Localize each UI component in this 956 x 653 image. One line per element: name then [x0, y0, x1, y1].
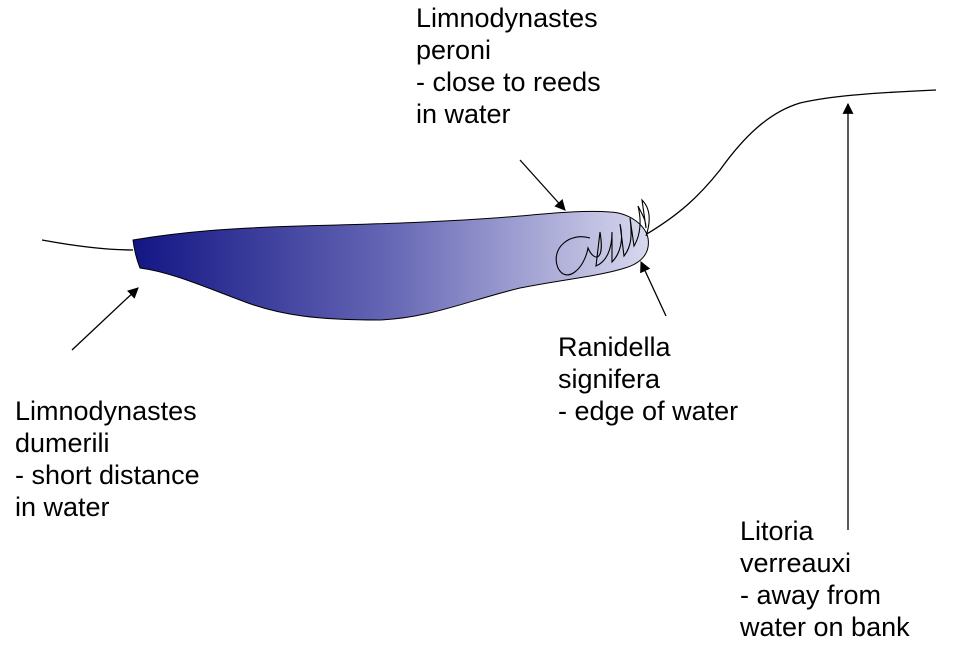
arrow-ranidella — [641, 262, 666, 316]
label-line: water on bank — [740, 611, 910, 643]
label-litoria-verreauxi: Litoria verreauxi - away from water on b… — [740, 515, 910, 643]
label-line: - close to reeds — [416, 66, 601, 98]
label-line: - away from — [740, 579, 910, 611]
label-line: Ranidella — [558, 331, 738, 363]
water-body — [133, 211, 648, 320]
label-line: Limnodynastes — [416, 2, 601, 34]
arrow-dumerili — [72, 288, 138, 350]
label-line: Limnodynastes — [15, 395, 200, 427]
label-ranidella-signifera: Ranidella signifera - edge of water — [558, 331, 738, 427]
label-line: signifera — [558, 363, 738, 395]
label-line: - edge of water — [558, 395, 738, 427]
label-line: in water — [416, 98, 601, 130]
label-line: in water — [15, 491, 200, 523]
label-line: - short distance — [15, 459, 200, 491]
label-line: Litoria — [740, 515, 910, 547]
label-line: dumerili — [15, 427, 200, 459]
label-limnodynastes-peroni: Limnodynastes peroni - close to reeds in… — [416, 2, 601, 130]
arrow-peroni — [520, 160, 565, 210]
label-line: verreauxi — [740, 547, 910, 579]
label-limnodynastes-dumerili: Limnodynastes dumerili - short distance … — [15, 395, 200, 523]
label-line: peroni — [416, 34, 601, 66]
